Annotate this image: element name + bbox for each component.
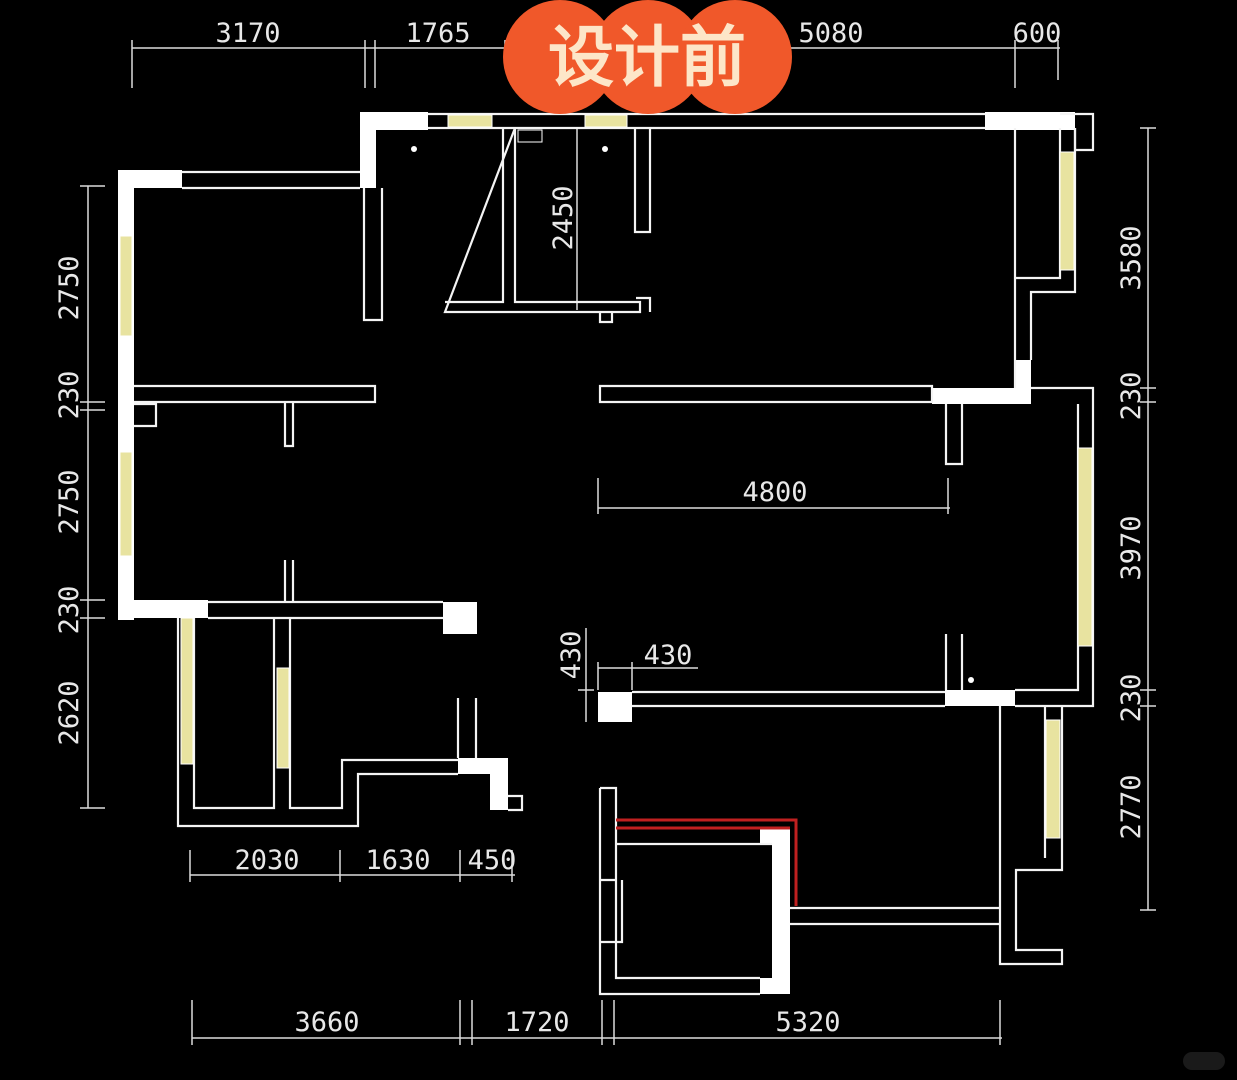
dim-left-1: 2750 [54,255,85,320]
fixture-icon [517,129,543,143]
watermark [1183,1052,1225,1070]
title-badge-text: 设计前 [548,18,746,96]
dim-left-3: 2750 [54,469,85,534]
title-badge: 设计前 [503,0,792,114]
dim-right-4: 230 [1116,674,1147,723]
dim-top-4: 600 [1013,18,1062,49]
dim-right-1: 3580 [1116,225,1147,290]
dim-bottom-lower-1: 3660 [294,1007,359,1038]
dim-left-2: 230 [54,371,85,420]
dim-corridor-height: 2450 [548,185,579,250]
dim-right-2: 230 [1116,372,1147,421]
dim-bottom-upper-3: 450 [468,845,517,876]
dim-bottom-lower-2: 1720 [504,1007,569,1038]
dim-bottom-upper-2: 1630 [365,845,430,876]
dim-top-2: 1765 [405,18,470,49]
dim-left-4: 230 [54,586,85,635]
windows [119,114,1093,839]
dimension-lines [80,40,1156,1045]
drain-icon [968,677,974,683]
dim-top-3: 5080 [798,18,863,49]
fixtures [411,129,974,683]
dim-bottom-upper-1: 2030 [234,845,299,876]
dim-step-vertical: 430 [556,631,587,680]
dim-bottom-lower-3: 5320 [775,1007,840,1038]
drain-icon [411,146,417,152]
dim-right-3: 3970 [1116,515,1147,580]
dim-top-1: 3170 [215,18,280,49]
dim-left-5: 2620 [54,680,85,745]
dim-right-5: 2770 [1116,774,1147,839]
dim-step-horizontal: 430 [644,640,693,671]
dim-living-width: 4800 [742,477,807,508]
drain-icon [602,146,608,152]
